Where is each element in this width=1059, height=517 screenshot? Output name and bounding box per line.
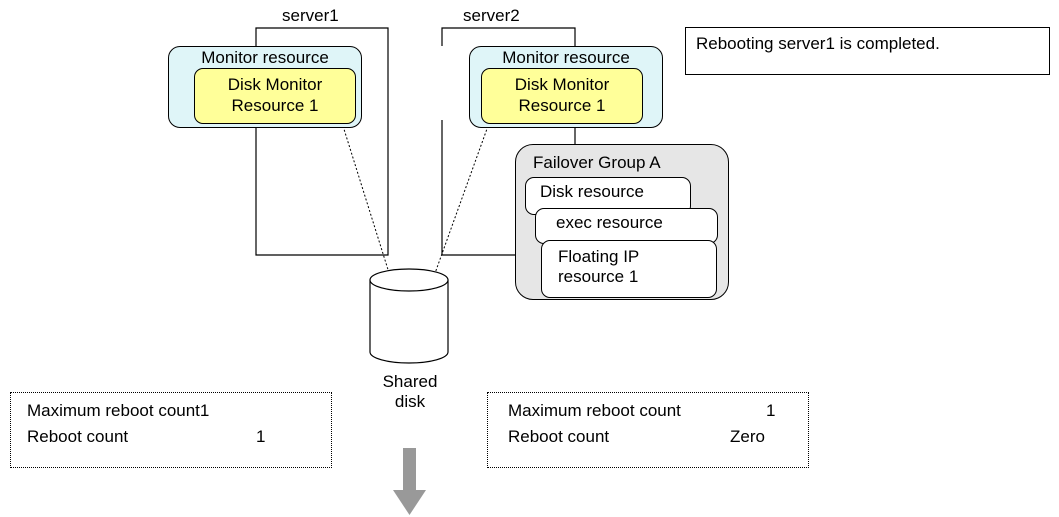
max-reboot-value: 1	[766, 401, 776, 420]
status-message-box: Rebooting server1 is completed.	[685, 27, 1050, 75]
shared-disk-icon	[369, 268, 449, 364]
server1-label: server1	[282, 6, 339, 25]
server2-label: server2	[463, 6, 520, 25]
exec-resource: exec resource	[535, 208, 718, 244]
server1-disk-link	[342, 125, 391, 277]
server2-reboot-counts: Maximum reboot count 1 Reboot count Zero	[487, 392, 809, 468]
disk-monitor-line2: Resource 1	[231, 96, 319, 115]
server1-outline	[255, 27, 389, 256]
server1-reboot-counts: Maximum reboot count1 Reboot count 1	[10, 392, 332, 468]
shared-disk-label-line1: Shared	[382, 372, 438, 391]
reboot-count-label: Reboot count	[27, 427, 129, 446]
reboot-count-label: Reboot count	[508, 427, 610, 446]
floating-ip-resource: Floating IP resource 1	[541, 240, 717, 298]
disk-monitor-line1: Disk Monitor	[514, 75, 610, 94]
max-reboot-label: Maximum reboot count	[508, 401, 681, 420]
disk-monitor-line1: Disk Monitor	[227, 75, 323, 94]
failover-group-title: Failover Group A	[533, 153, 661, 172]
status-message: Rebooting server1 is completed.	[696, 34, 940, 53]
monitor-resource-title: Monitor resource	[502, 48, 630, 67]
disk-monitor-line2: Resource 1	[518, 96, 606, 115]
monitor-resource-title: Monitor resource	[201, 48, 329, 67]
reboot-count-value: Zero	[730, 427, 765, 446]
server1-disk-monitor-resource: Disk Monitor Resource 1	[194, 68, 356, 124]
reboot-count-value: 1	[256, 427, 266, 446]
server2-disk-monitor-resource: Disk Monitor Resource 1	[481, 68, 643, 124]
server2-disk-link	[433, 125, 489, 277]
down-arrow-icon	[393, 448, 426, 515]
max-reboot-label: Maximum reboot count1	[27, 401, 210, 420]
shared-disk-label-line2: disk	[394, 392, 426, 411]
